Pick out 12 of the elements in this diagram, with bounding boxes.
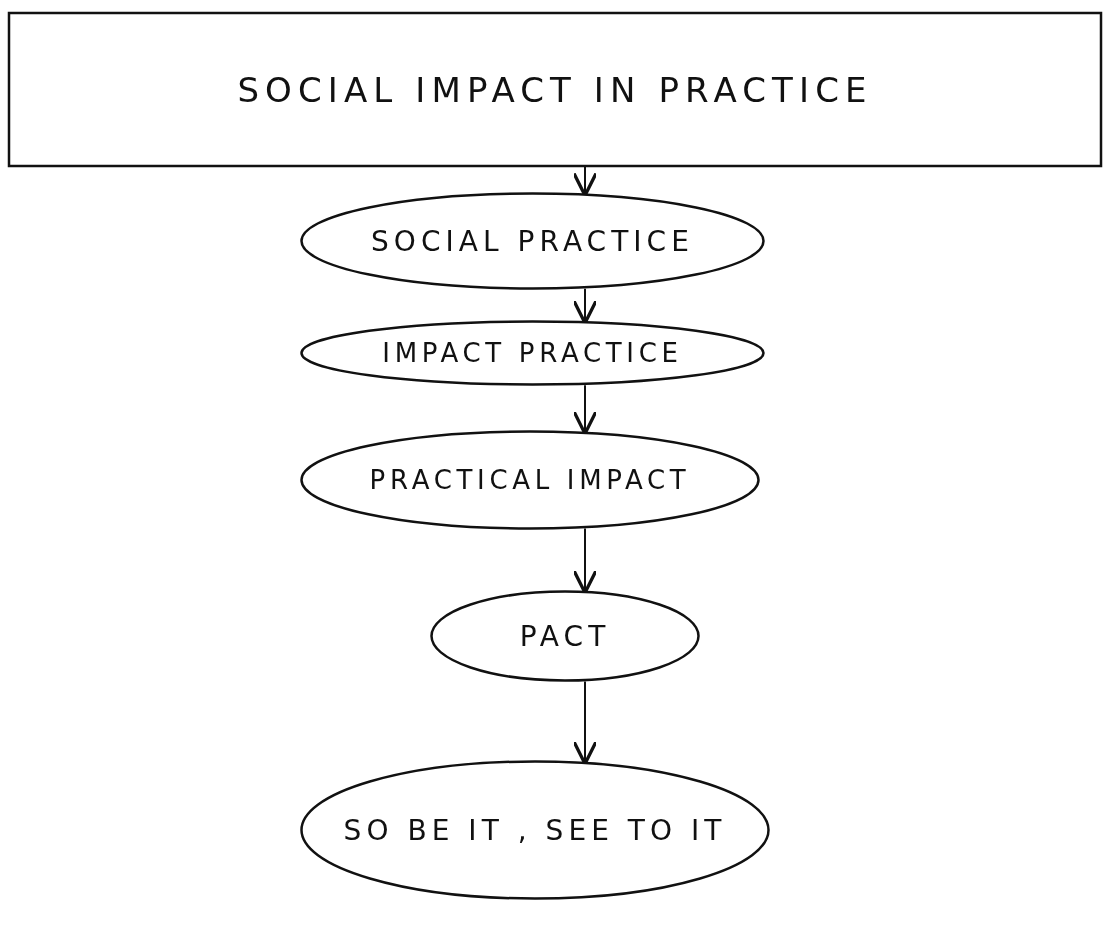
ellipse-node	[300, 430, 760, 530]
ellipse-node	[300, 192, 765, 290]
node-label: SOCIAL PRACTICE	[371, 224, 694, 258]
ellipse-node	[300, 320, 765, 386]
node-label: SO BE IT , SEE TO IT	[343, 813, 727, 847]
node-label: PRACTICAL IMPACT	[369, 465, 691, 495]
ellipse-node	[430, 590, 700, 682]
node-label: IMPACT PRACTICE	[382, 338, 683, 368]
node-label: SOCIAL IMPACT IN PRACTICE	[237, 69, 873, 110]
ellipse-node	[300, 760, 770, 900]
node-label: PACT	[519, 619, 611, 653]
title-box	[8, 12, 1102, 167]
